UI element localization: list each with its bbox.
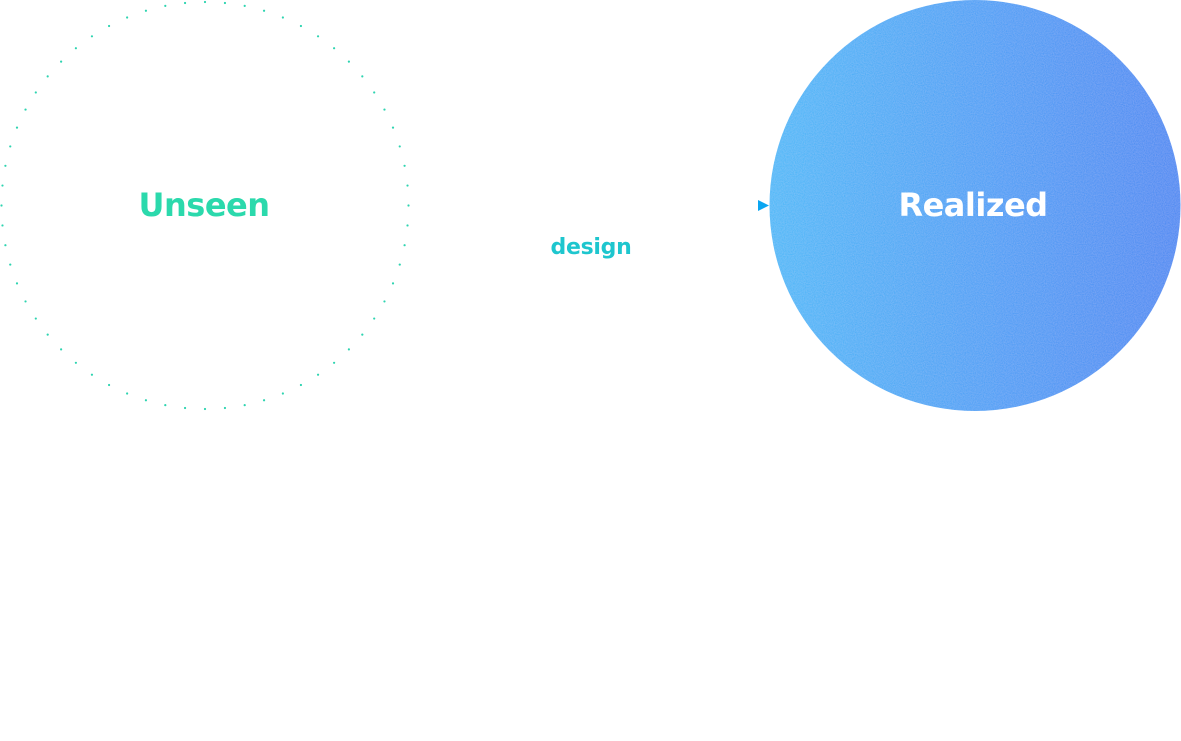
outline-dot — [15, 282, 19, 285]
outline-dot — [361, 333, 364, 336]
outline-dot — [333, 361, 336, 364]
node-realized: Realized — [769, 0, 1181, 411]
edge-label-design: design — [551, 235, 632, 260]
outline-dot — [262, 9, 266, 12]
edge-design: design — [411, 200, 769, 260]
outline-dot — [223, 406, 227, 410]
outline-dot — [391, 126, 395, 129]
outline-dot — [183, 1, 187, 5]
outline-dot — [347, 348, 350, 351]
outline-dot — [1, 184, 4, 187]
outline-dot — [398, 263, 401, 266]
outline-dot — [262, 399, 266, 402]
outline-dot — [406, 184, 409, 187]
outline-dot — [9, 145, 12, 148]
outline-dot — [347, 60, 350, 63]
outline-dot — [74, 361, 77, 364]
unseen-dotted-outline — [0, 0, 410, 411]
outline-dot — [361, 75, 364, 78]
outline-dot — [223, 1, 227, 5]
outline-dot — [60, 60, 63, 63]
outline-dot — [243, 403, 246, 407]
outline-dot — [24, 108, 27, 111]
outline-dot — [4, 164, 7, 167]
outline-dot — [15, 126, 19, 129]
outline-dot — [4, 244, 7, 247]
outline-dot — [316, 35, 320, 38]
outline-dot — [60, 348, 63, 351]
outline-dot — [403, 164, 406, 167]
outline-dot — [0, 204, 3, 207]
outline-dot — [90, 35, 94, 38]
outline-dot — [373, 317, 376, 320]
outline-dot — [107, 383, 111, 387]
outline-dot — [406, 224, 409, 227]
outline-dot — [398, 145, 401, 148]
outline-dot — [1, 224, 4, 227]
outline-dot — [164, 403, 167, 407]
outline-dot — [46, 333, 49, 336]
node-realized-label: Realized — [898, 186, 1047, 224]
outline-dot — [373, 91, 376, 94]
outline-dot — [126, 392, 129, 395]
outline-dot — [24, 300, 27, 303]
outline-dot — [34, 317, 37, 320]
outline-dot — [203, 0, 207, 4]
outline-dot — [333, 47, 336, 50]
realized-circle — [769, 0, 1181, 411]
outline-dot — [281, 392, 284, 395]
outline-dot — [34, 91, 37, 94]
outline-dot — [107, 24, 111, 28]
outline-dot — [203, 407, 207, 411]
outline-dot — [183, 406, 187, 410]
outline-dot — [383, 300, 386, 303]
outline-dot — [9, 263, 12, 266]
outline-dot — [281, 16, 284, 19]
node-unseen-label: Unseen — [139, 186, 270, 224]
node-unseen: Unseen — [0, 0, 410, 411]
outline-dot — [299, 383, 303, 387]
arrowhead-icon — [758, 200, 769, 211]
outline-dot — [90, 373, 94, 376]
outline-dot — [403, 244, 406, 247]
outline-dot — [243, 4, 246, 8]
outline-dot — [383, 108, 386, 111]
outline-dot — [299, 24, 303, 28]
outline-dot — [46, 75, 49, 78]
outline-dot — [316, 373, 320, 376]
outline-dot — [74, 47, 77, 50]
outline-dot — [144, 399, 148, 402]
outline-dot — [126, 16, 129, 19]
outline-dot — [144, 9, 148, 12]
outline-dot — [164, 4, 167, 8]
outline-dot — [391, 282, 395, 285]
outline-dot — [407, 204, 410, 207]
